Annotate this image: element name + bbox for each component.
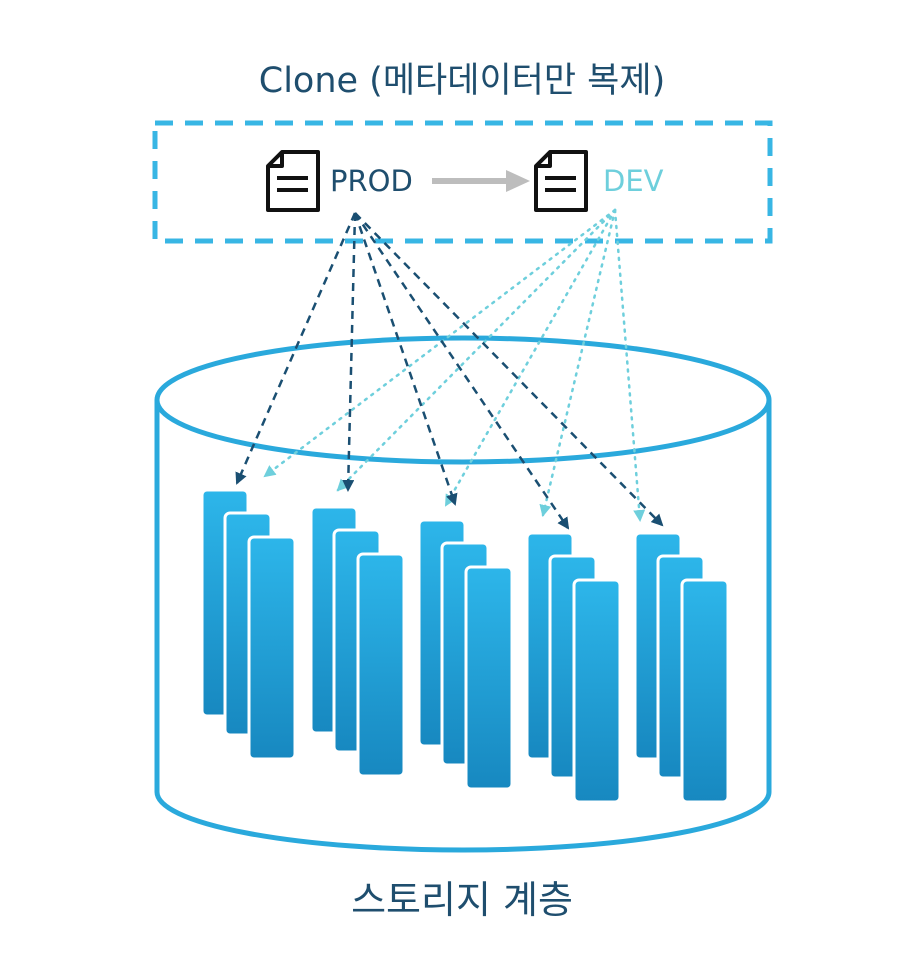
database-cylinder-icon	[154, 335, 772, 853]
prod-pointer-arrow	[353, 212, 458, 506]
dev-pointer-arrow	[539, 208, 617, 517]
clone-box	[152, 120, 773, 244]
arrow-right-icon	[432, 170, 530, 192]
prod-pointer-arrow	[235, 212, 357, 485]
prod-pointer-arrow	[354, 212, 664, 527]
prod-pointer-arrows	[235, 212, 664, 530]
storage-files	[200, 488, 730, 804]
storage-file	[680, 578, 730, 804]
dev-label: DEV	[603, 164, 664, 198]
dev-document-icon	[534, 150, 588, 212]
prod-document-icon	[266, 150, 320, 212]
prod-label: PROD	[330, 164, 413, 198]
storage-layer-label: 스토리지 계층	[351, 878, 573, 922]
dev-pointer-arrow	[444, 208, 617, 507]
dev-pointer-arrow	[263, 208, 617, 478]
dev-pointer-arrow	[613, 208, 646, 522]
diagram-title: Clone (메타데이터만 복제)	[259, 61, 665, 101]
storage-file	[356, 552, 406, 778]
dev-pointer-arrows	[263, 208, 646, 522]
storage-file	[572, 578, 622, 804]
dev-pointer-arrow	[336, 208, 617, 492]
storage-file	[464, 565, 514, 791]
prod-pointer-arrow	[342, 212, 357, 492]
storage-file	[247, 535, 297, 761]
prod-pointer-arrow	[353, 212, 570, 530]
